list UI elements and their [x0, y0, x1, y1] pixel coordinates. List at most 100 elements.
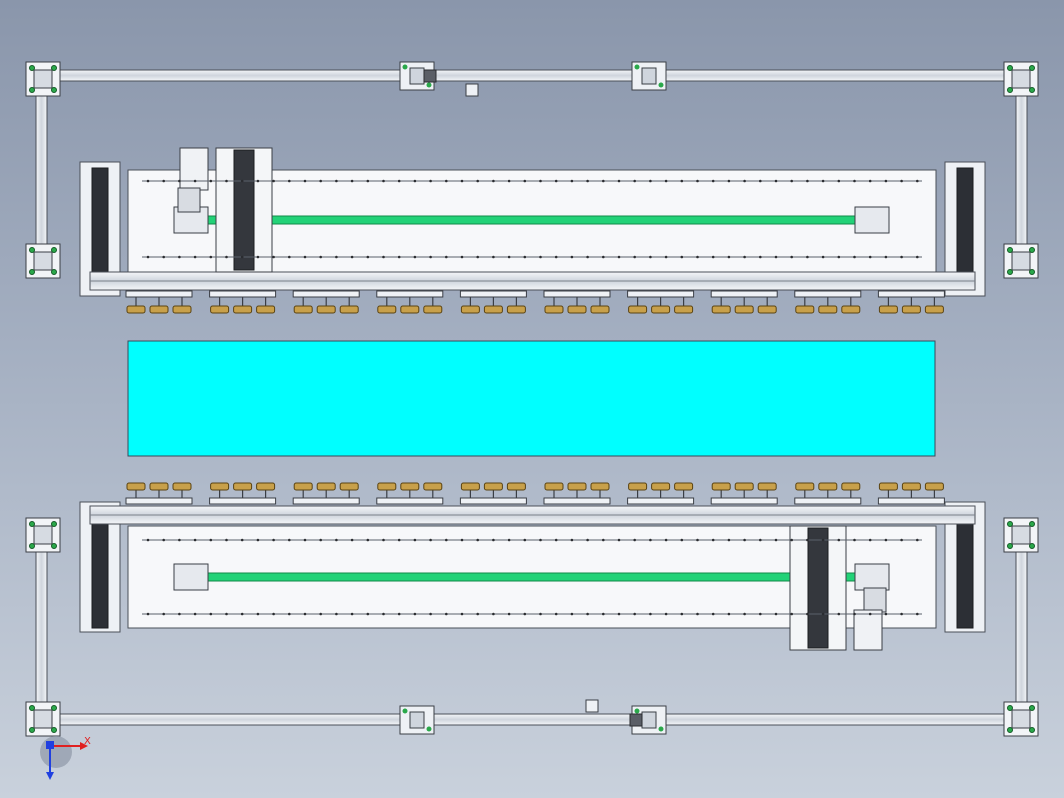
suction-cup [149, 305, 169, 314]
corner-bolt [1029, 65, 1035, 71]
mount-hole [523, 538, 527, 542]
suction-cup [377, 482, 397, 491]
suction-group [292, 482, 360, 505]
mount-hole [617, 179, 621, 183]
mount-hole [476, 179, 480, 183]
mount-hole [884, 255, 888, 259]
corner-profile-end [1011, 69, 1031, 89]
suction-cup [460, 482, 480, 491]
mount-hole [445, 612, 448, 616]
mount-hole [303, 255, 307, 259]
mount-hole [806, 255, 809, 259]
suction-cup [818, 305, 838, 314]
suction-cup [293, 305, 313, 314]
vacuum-manifold [543, 497, 611, 505]
suction-cup [316, 482, 336, 491]
suction-group [794, 290, 862, 314]
corner-bolt [1029, 521, 1035, 527]
suction-cup [339, 482, 359, 491]
mount-hole [868, 538, 872, 542]
mount-hole [774, 179, 778, 183]
vacuum-manifold [125, 290, 193, 298]
lower-profile-right [956, 523, 974, 629]
suction-cup [400, 305, 420, 314]
mount-hole [256, 538, 260, 542]
mount-hole [507, 255, 511, 259]
mount-hole [853, 538, 856, 542]
vacuum-manifold [794, 290, 862, 298]
vacuum-manifold [292, 497, 360, 505]
corner-profile-end [33, 709, 53, 729]
mount-hole [397, 612, 401, 616]
mount-hole [806, 612, 809, 616]
corner-bolt [1029, 247, 1035, 253]
vacuum-manifold [459, 290, 527, 298]
corner-bolt [29, 543, 35, 549]
mount-hole [445, 255, 448, 259]
mount-hole [617, 612, 621, 616]
suction-cup [901, 482, 921, 491]
mount-hole [696, 612, 699, 616]
mount-hole [319, 255, 323, 259]
mount-hole [837, 179, 841, 183]
corner-profile-end [1011, 709, 1031, 729]
corner-bolt [29, 247, 35, 253]
mount-hole [366, 612, 370, 616]
mount-hole [209, 538, 213, 542]
lower-gantry-module [79, 501, 986, 651]
mount-hole [288, 179, 291, 183]
suction-cup [210, 482, 230, 491]
mount-hole [633, 538, 636, 542]
mount-hole [397, 538, 401, 542]
corner-bolt [29, 727, 35, 733]
corner-bolt [1029, 269, 1035, 275]
suction-cup [590, 305, 610, 314]
upper-profile-right [956, 167, 974, 273]
top-sensor [465, 83, 479, 97]
mount-hole [288, 538, 291, 542]
suction-cup [126, 482, 146, 491]
vacuum-manifold [627, 497, 695, 505]
mount-hole [680, 179, 684, 183]
mount-hole [868, 255, 872, 259]
suction-cup [674, 305, 694, 314]
mount-hole [539, 538, 542, 542]
mount-hole [617, 255, 621, 259]
corner-bracket [1003, 61, 1039, 97]
mount-hole [586, 255, 589, 259]
suction-cup [674, 482, 694, 491]
mount-hole [664, 612, 668, 616]
upper-hole-rows [142, 179, 922, 259]
mount-hole [193, 612, 197, 616]
mount-hole [790, 612, 793, 616]
glass-panel[interactable] [127, 340, 936, 457]
mount-hole [209, 255, 213, 259]
mount-hole [350, 179, 354, 183]
mount-hole [900, 255, 903, 259]
suction-group [627, 290, 695, 314]
corner-bolt [51, 705, 57, 711]
corner-bolt [1029, 727, 1035, 733]
mount-hole [727, 255, 731, 259]
mount-hole [319, 179, 323, 183]
rail-bracket [399, 705, 435, 735]
suction-cup [149, 482, 169, 491]
vacuum-manifold [877, 290, 945, 298]
mount-hole [884, 612, 888, 616]
vacuum-manifold [292, 290, 360, 298]
mount-hole [476, 612, 480, 616]
mount-hole [602, 255, 605, 259]
suction-cup [711, 305, 731, 314]
mount-hole [790, 538, 793, 542]
suction-cup [651, 305, 671, 314]
corner-bolt [51, 727, 57, 733]
mount-hole [350, 612, 354, 616]
mount-hole [146, 612, 150, 616]
upper-carriage-rail [233, 149, 255, 271]
upper-profile-left [91, 167, 109, 273]
corner-bolt [1029, 87, 1035, 93]
corner-bolt [1029, 543, 1035, 549]
suction-cup [210, 305, 230, 314]
mount-hole [774, 255, 778, 259]
